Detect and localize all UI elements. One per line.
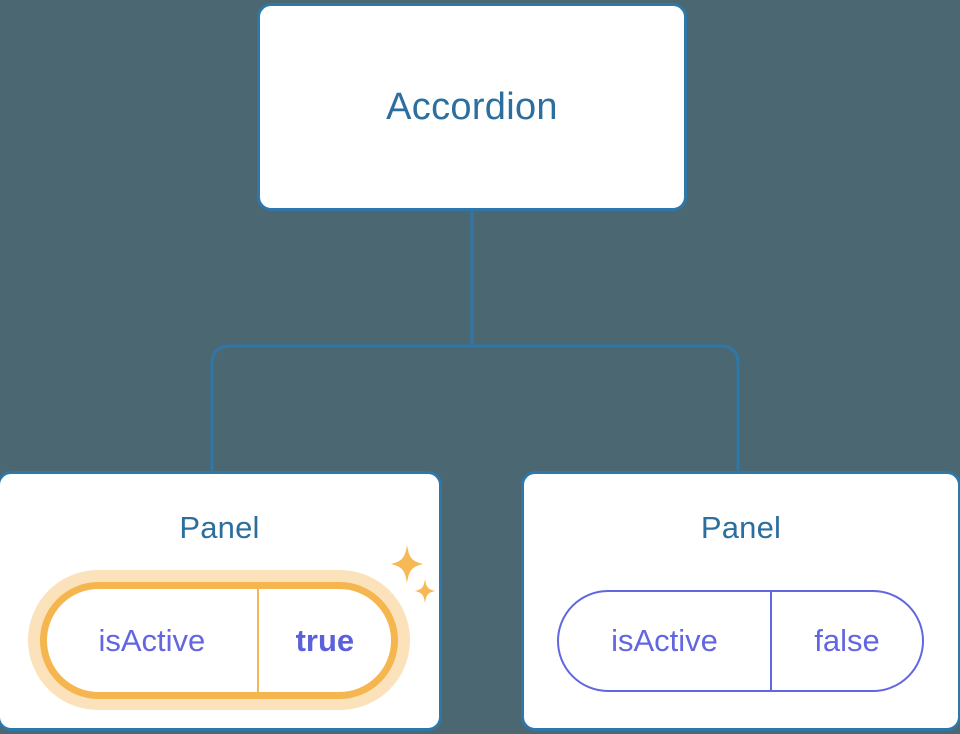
node-title-panel-active: Panel xyxy=(179,510,260,545)
node-title-accordion: Accordion xyxy=(386,85,558,128)
node-accordion[interactable]: Accordion xyxy=(257,3,687,211)
prop-value-label: true xyxy=(256,589,391,692)
prop-key-label: isActive xyxy=(98,622,206,658)
connector-branch-bar xyxy=(210,344,740,471)
prop-pill-wrap-inactive: isActive false xyxy=(557,590,924,692)
prop-key-label: isActive xyxy=(611,623,718,658)
prop-value-label: false xyxy=(770,592,922,690)
node-title-panel-inactive: Panel xyxy=(700,510,782,545)
prop-pill-isactive-true[interactable]: isActive true xyxy=(40,582,398,699)
prop-pill-isactive-false[interactable]: isActive false xyxy=(557,590,924,692)
